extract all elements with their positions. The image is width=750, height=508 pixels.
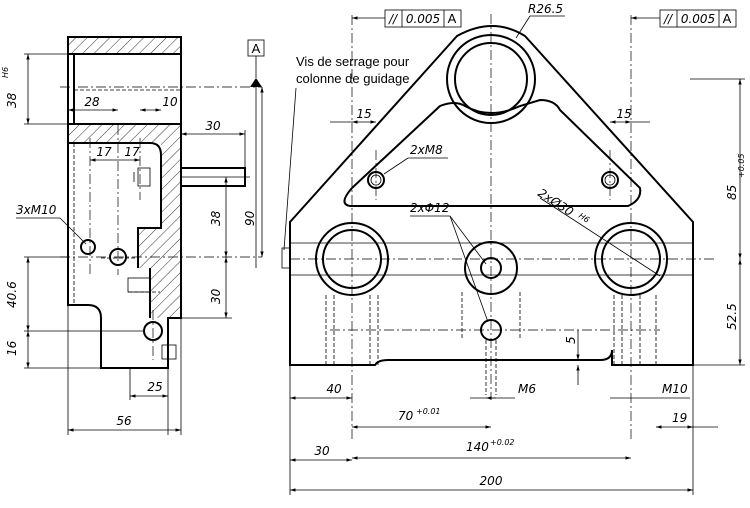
dim-19: 19 [672, 411, 687, 425]
dim-2xd12: 2xΦ12 [410, 201, 449, 215]
dim-2xd30: 2xØ30 [535, 186, 576, 219]
dim-17-a: 17 [96, 145, 112, 159]
dim-3xm10: 3xM10 [16, 203, 57, 217]
note-line-1: Vis de serrage pour [296, 54, 410, 69]
dim-28: 28 [84, 95, 100, 109]
side-outline [67, 36, 182, 369]
tol-right-symbol: // [663, 12, 674, 26]
tolerance-frame-left: // 0.005 A [352, 9, 462, 28]
dim-d38: 38 [5, 92, 19, 108]
dim-16: 16 [5, 340, 19, 356]
hatch-step [138, 228, 181, 268]
tol-left-value: 0.005 [406, 12, 440, 26]
dim-d38-tol: H6 [1, 67, 10, 78]
dim-40: 40 [326, 382, 342, 396]
dim-70: 70 [398, 409, 414, 423]
dim-25: 25 [147, 380, 162, 394]
dim-5: 5 [564, 336, 578, 344]
dim-140-tol: +0.02 [490, 438, 515, 447]
dim-15-right: 15 [616, 107, 631, 121]
tol-left-symbol: // [388, 12, 399, 26]
hatch-wall [161, 143, 181, 228]
dim-200: 200 [480, 474, 503, 488]
dim-30-top: 30 [205, 119, 221, 133]
dim-40-6: 40.6 [5, 281, 19, 308]
side-view: A 38 H6 28 10 30 17 17 3xM10 38 90 [1, 36, 265, 435]
dim-m6: M6 [518, 382, 536, 396]
hole-m10-a [80, 239, 96, 255]
tol-right-datum: A [723, 11, 732, 26]
dim-52-5: 52.5 [725, 303, 739, 330]
dim-38-v: 38 [209, 210, 223, 226]
dim-85-tol: +0.05 [737, 153, 746, 178]
set-screw [281, 247, 291, 269]
tolerance-frame-right: // 0.005 A [631, 9, 737, 28]
bore-right-outer [594, 222, 668, 296]
dim-2xd30-tol: H6 [577, 211, 591, 225]
hatch-top [68, 37, 181, 54]
dim-56: 56 [116, 414, 132, 428]
dim-10: 10 [162, 95, 178, 109]
dim-2xm8: 2xM8 [410, 143, 443, 157]
tol-left-datum: A [448, 11, 457, 26]
dim-r26-5: R26.5 [528, 2, 563, 16]
dim-140: 140 [466, 440, 489, 454]
note-line-2: colonne de guidage [296, 71, 410, 86]
dim-17-b: 17 [124, 145, 140, 159]
dim-15-left: 15 [356, 107, 371, 121]
dim-90: 90 [243, 210, 257, 226]
hatch-lower [150, 268, 181, 318]
hatch-mid [68, 124, 181, 143]
dim-70-tol: +0.01 [416, 407, 441, 416]
top-bore-inner [454, 42, 528, 116]
dim-30-bottom: 30 [209, 288, 223, 304]
dim-30-front: 30 [314, 444, 330, 458]
tol-right-value: 0.005 [681, 12, 715, 26]
datum-a-label: A [252, 41, 261, 56]
front-view: Vis de serrage pour colonne de guidage R… [281, 2, 746, 495]
dim-m10: M10 [662, 382, 688, 396]
inner-pocket [343, 98, 642, 207]
dim-85: 85 [725, 185, 739, 200]
front-outline [289, 25, 694, 366]
